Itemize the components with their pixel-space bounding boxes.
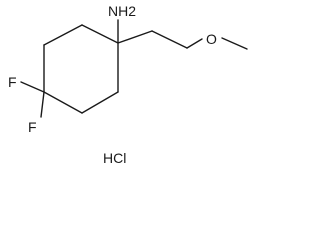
molecule-structure: NH2 F F O HCl [8,3,248,166]
salt-label: HCl [103,150,126,166]
ring-bond-2 [43,24,83,46]
fluorine-top-label: F [8,74,17,90]
fluorine-bottom-label: F [28,119,37,135]
ring-bond-5 [81,91,119,114]
chain-bond-1 [117,30,153,44]
ether-oxygen-label: O [206,31,217,47]
fluorine-bottom-bond [40,91,45,118]
ring-bond-1 [81,24,119,44]
fluorine-top-bond [20,81,45,93]
methyl-bond [221,37,248,50]
chain-bond-2 [151,30,188,49]
ring-bond-4 [43,91,83,114]
chain-bond-3 [186,38,203,49]
amine-label: NH2 [108,3,136,19]
